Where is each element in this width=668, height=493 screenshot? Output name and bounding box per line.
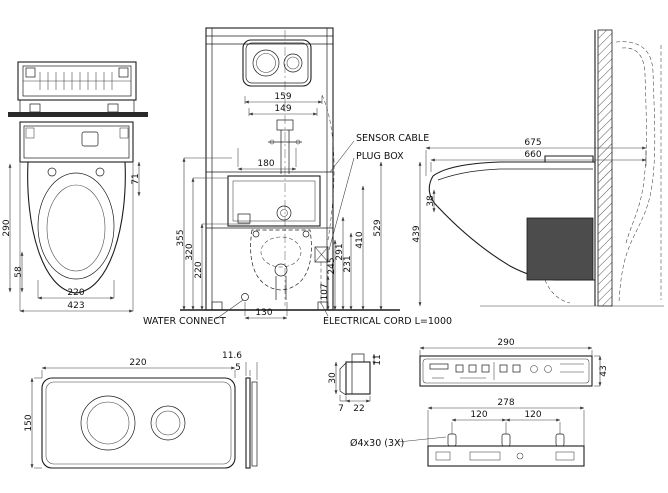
dim-frame-529: 529	[373, 219, 383, 236]
flush-plate-detail: 220 150	[24, 358, 236, 469]
dim-plan-depth: 290	[2, 219, 12, 236]
sensor-cable-line	[321, 94, 335, 241]
dim-frame-245: 245	[327, 257, 337, 274]
mounting-plate	[8, 112, 148, 117]
cistern-top-view	[8, 61, 148, 117]
callout-plug-box: PLUG BOX	[356, 151, 404, 162]
dim-plate-thickness: 5	[235, 363, 241, 373]
dim-bracket-height: 30	[328, 372, 338, 384]
remote-bracket-side-view: 30 11 7 22	[328, 353, 383, 414]
callout-sensor-cable: SENSOR CABLE	[356, 133, 429, 144]
water-supply-assembly	[268, 119, 302, 174]
dim-plan-tank-offset: 71	[131, 173, 141, 184]
plug-box	[314, 246, 329, 263]
dim-remote-width: 290	[497, 338, 514, 348]
dim-remote-base-width: 278	[497, 398, 514, 408]
dim-frame-149: 149	[274, 104, 291, 114]
dim-side-660: 660	[524, 150, 541, 160]
dim-bracket-top: 11	[373, 354, 383, 365]
dim-plan-overall-width: 423	[67, 301, 84, 311]
dim-side-gap: 38	[426, 195, 436, 207]
dim-frame-355: 355	[176, 229, 186, 246]
callout-water-connect: WATER CONNECT	[143, 316, 226, 327]
dim-plan-bowl-width: 220	[67, 288, 84, 298]
dim-plate-width: 220	[129, 358, 146, 368]
dim-frame-291: 291	[335, 243, 345, 260]
dim-frame-320: 320	[185, 243, 195, 260]
dim-frame-220: 220	[194, 261, 204, 278]
dim-bracket-base-left: 7	[338, 404, 344, 414]
callouts: SENSOR CABLE PLUG BOX WATER CONNECT ELEC…	[143, 133, 452, 327]
remote-control-front-view: 290 43	[419, 338, 609, 387]
toilet-plan-view: 290 71 58 220 423	[2, 121, 141, 313]
concealed-tank	[206, 171, 333, 229]
callout-electrical-cord: ELECTRICAL CORD L=1000	[323, 316, 452, 327]
dim-frame-107: 107	[320, 283, 330, 300]
dim-remote-hole-span-1: 120	[470, 410, 487, 420]
dim-frame-410: 410	[355, 231, 365, 248]
flush-plate-side-view: 11.6 5	[222, 351, 258, 469]
toilet-side-view: 675 660 439 38	[412, 29, 664, 307]
dim-frame-180: 180	[257, 159, 274, 169]
dim-plate-thickness-total: 11.6	[222, 351, 242, 361]
frame-front-view: 159 149 180 130 355 320 220 107 245 291 …	[176, 27, 400, 320]
washlet-lid	[432, 161, 595, 177]
dim-remote-height: 43	[599, 365, 609, 376]
dim-remote-hole-span-2: 120	[524, 410, 541, 420]
dim-bracket-base-right: 22	[353, 404, 364, 414]
dim-plan-front-offset: 58	[14, 266, 24, 278]
carrier-bracket	[526, 217, 594, 281]
dim-frame-159: 159	[274, 92, 291, 102]
dim-plate-height: 150	[24, 414, 34, 431]
dim-side-height: 439	[412, 225, 422, 242]
callout-screw-spec: Ø4x30 (3X)	[350, 438, 404, 449]
bowl-hidden-outline	[250, 229, 312, 300]
dim-frame-130: 130	[255, 308, 272, 318]
wall-section	[597, 29, 613, 307]
dim-frame-231: 231	[343, 255, 353, 272]
flush-plate-front	[242, 39, 312, 87]
dim-side-675: 675	[524, 138, 541, 148]
water-connect-point	[241, 293, 249, 301]
in-wall-tank-hidden	[615, 41, 656, 303]
remote-control-bottom-view: 278 120 120 Ø4x30 (3X)	[350, 398, 585, 467]
